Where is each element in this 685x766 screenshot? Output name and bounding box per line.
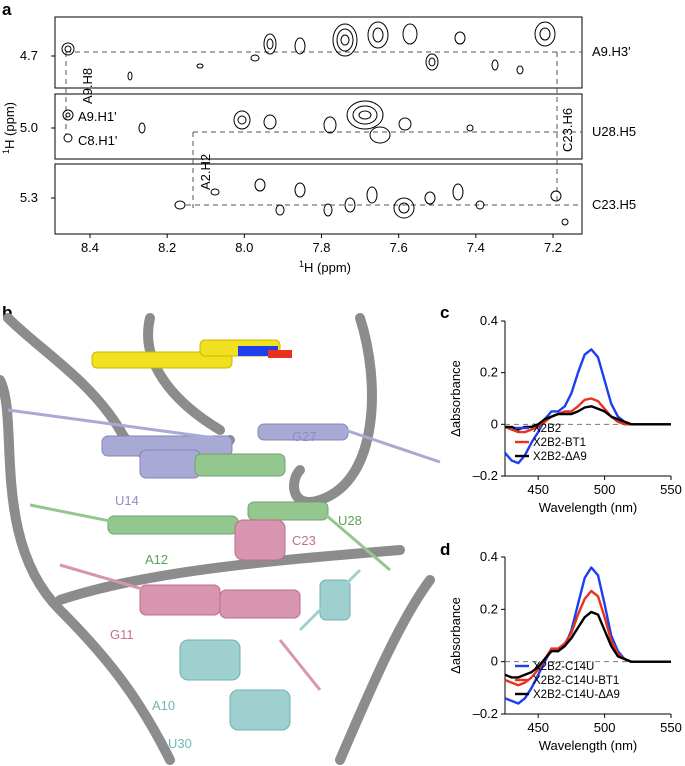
label-c23-h5: C23.H5 [592,197,636,212]
y-axis-label: Δabsorbance [448,597,463,674]
structure-panel: G27 U14 U28 A12 C23 G11 A10 U30 [0,313,441,765]
nmr-y-axis-label: 1H (ppm) [1,102,17,154]
y-tick-label: 0 [491,416,498,431]
purple-bases [7,408,441,479]
green-bases [29,453,391,572]
label-a9-h3: A9.H3' [592,44,631,59]
cyan-bases [179,568,362,731]
y-tick-label: 0 [491,654,498,669]
legend-label-1: X2B2-C14U-BT1 [533,675,619,687]
nmr-y-tick-5.3: 5.3 [20,190,38,205]
label-c8-h1: C8.H1' [78,133,117,148]
series-line-2 [504,610,671,679]
nmr-x-ticks: 8.4 8.2 8.0 7.8 7.6 7.4 7.2 [81,234,562,255]
y-tick-label: 0.4 [480,313,498,328]
nmr-x-axis-label: 1H (ppm) [299,259,351,275]
label-a12: A12 [145,552,168,567]
x-axis-label: Wavelength (nm) [539,738,638,753]
x-tick-label: 500 [594,482,616,497]
nmr-x-tick-label: 7.2 [544,240,562,255]
y-axis-label: Δabsorbance [448,360,463,437]
label-c23-h6: C23.H6 [560,108,575,152]
panel-letter-d: d [440,540,450,559]
label-a9-h1: A9.H1' [78,109,117,124]
label-u30: U30 [168,736,192,751]
nmr-guide-lines [65,51,582,208]
legend-label-1: X2B2-BT1 [533,437,586,449]
x-axis-label: Wavelength (nm) [539,500,638,515]
panel-letter-a: a [2,0,12,19]
label-u28-h5: U28.H5 [592,124,636,139]
nmr-subpanel-bottom [54,163,583,235]
nmr-contours [61,21,569,226]
label-g27: G27 [292,429,317,444]
label-a10: A10 [152,698,175,713]
y-tick-label: 0.2 [480,601,498,616]
label-u14: U14 [115,493,139,508]
label-c23: C23 [292,533,316,548]
panel-letter-c: c [440,303,449,322]
x-tick-label: 550 [660,720,682,735]
nmr-y-tick-4.7: 4.7 [20,48,38,63]
x-tick-label: 550 [660,482,682,497]
nmr-subpanel-mid [54,93,583,160]
nmr-x-tick-label: 8.4 [81,240,99,255]
nmr-panel: 8.4 8.2 8.0 7.8 7.6 7.4 7.2 1H (ppm) 4.7 5.0 5… [1,16,636,275]
rna-backbone [0,313,435,765]
legend-label-2: X2B2-C14U-ΔA9 [533,689,620,701]
y-tick-label: 0.4 [480,549,498,564]
nmr-x-tick-label: 8.0 [235,240,253,255]
y-tick-label: –0.2 [473,468,498,483]
legend-label-0: X2B2-C14U [533,661,594,673]
ligand [91,339,292,369]
x-tick-label: 450 [527,482,549,497]
series-line-2 [505,405,671,431]
pink-bases [59,519,322,691]
panel-letter-b: b [2,303,12,322]
label-g11: G11 [110,627,134,642]
nmr-x-tick-label: 8.2 [158,240,176,255]
x-tick-label: 500 [594,720,616,735]
nmr-x-tick-label: 7.6 [390,240,408,255]
nmr-y-tick-5.0: 5.0 [20,120,38,135]
y-tick-label: –0.2 [473,706,498,721]
x-tick-label: 450 [527,720,549,735]
y-tick-label: 0.2 [480,365,498,380]
legend-label-0: X2B2 [533,423,561,435]
legend-label-2: X2B2-ΔA9 [533,451,587,463]
label-a9-h8: A9.H8 [80,68,95,104]
nmr-x-tick-label: 7.8 [312,240,330,255]
label-a2-h2: A2.H2 [198,154,213,190]
label-u28: U28 [338,513,362,528]
nmr-x-tick-label: 7.4 [467,240,485,255]
